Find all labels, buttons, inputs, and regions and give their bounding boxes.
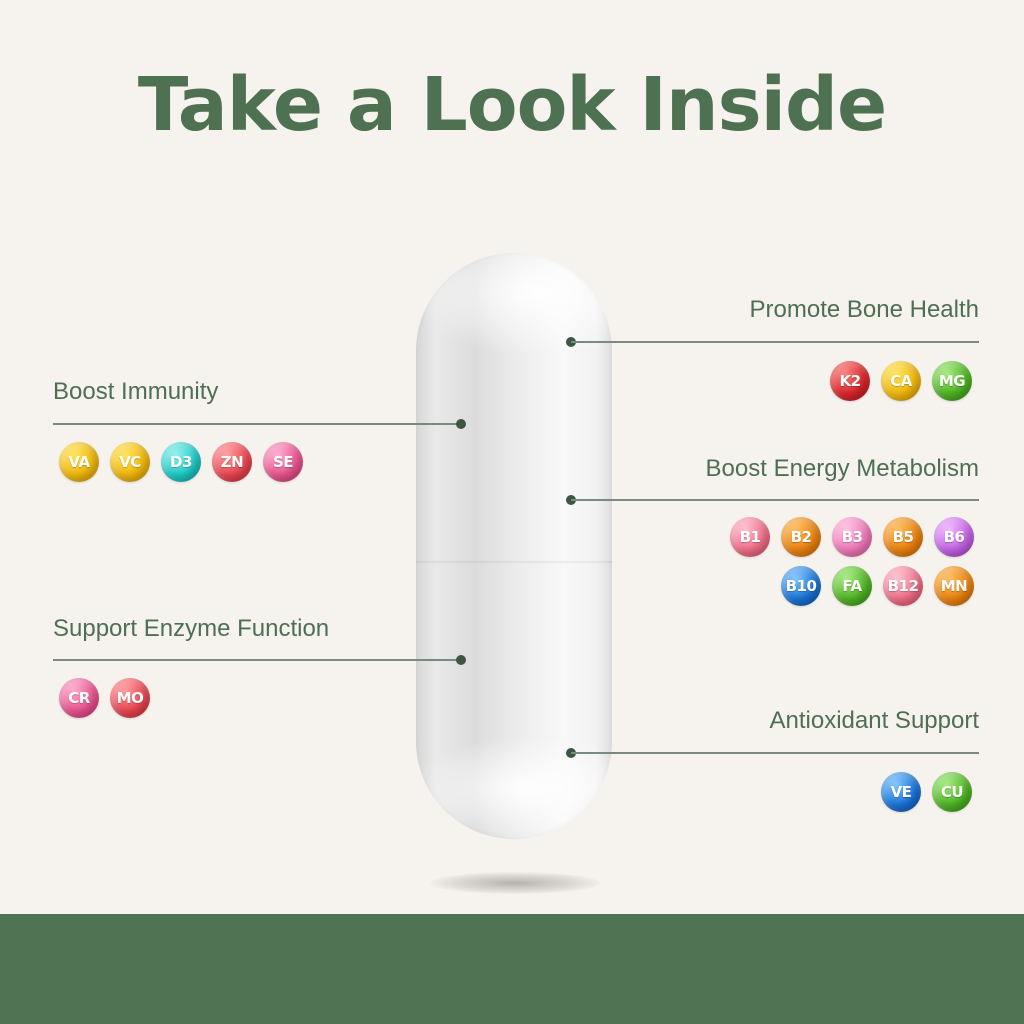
connector-line-support-enzyme — [53, 659, 459, 661]
capsule-bottom-highlight — [416, 739, 612, 839]
nutrient-ball-ca: CA — [881, 361, 921, 401]
page-title: Take a Look Inside — [137, 62, 887, 148]
connector-line-energy-metabolism — [571, 499, 979, 501]
nutrient-ball-mo: MO — [110, 678, 150, 718]
connector-line-bone-health — [571, 341, 979, 343]
footer-band — [0, 914, 1024, 1024]
nutrient-ball-b10: B10 — [781, 566, 821, 606]
nutrient-group-antioxidant: VE CU — [881, 772, 972, 812]
nutrient-ball-fa: FA — [832, 566, 872, 606]
nutrient-group-support-enzyme: CR MO — [59, 678, 150, 718]
nutrient-ball-b3: B3 — [832, 517, 872, 557]
nutrient-ball-ve: VE — [881, 772, 921, 812]
nutrient-ball-se: SE — [263, 442, 303, 482]
nutrient-ball-b12: B12 — [883, 566, 923, 606]
capsule-top-highlight — [416, 253, 612, 353]
nutrient-ball-b2: B2 — [781, 517, 821, 557]
nutrient-ball-cr: CR — [59, 678, 99, 718]
nutrient-ball-va: VA — [59, 442, 99, 482]
nutrient-ball-mg: MG — [932, 361, 972, 401]
benefit-label-boost-immunity: Boost Immunity — [53, 378, 219, 405]
nutrient-ball-zn: ZN — [212, 442, 252, 482]
nutrient-ball-b1: B1 — [730, 517, 770, 557]
benefit-label-energy-metabolism: Boost Energy Metabolism — [705, 455, 979, 482]
connector-line-antioxidant — [571, 752, 979, 754]
connector-line-boost-immunity — [53, 423, 459, 425]
nutrient-ball-cu: CU — [932, 772, 972, 812]
connector-dot-support-enzyme — [456, 655, 466, 665]
nutrient-ball-d3: D3 — [161, 442, 201, 482]
capsule-seam — [416, 561, 612, 563]
nutrient-ball-b6: B6 — [934, 517, 974, 557]
nutrient-group-energy-row2: B10 FA B12 MN — [781, 566, 974, 606]
nutrient-group-energy-row1: B1 B2 B3 B5 B6 — [730, 517, 974, 557]
nutrient-group-boost-immunity: VA VC D3 ZN SE — [59, 442, 303, 482]
benefit-label-antioxidant: Antioxidant Support — [769, 707, 979, 734]
connector-dot-boost-immunity — [456, 419, 466, 429]
benefit-label-bone-health: Promote Bone Health — [749, 296, 979, 323]
capsule-shadow — [430, 872, 600, 894]
nutrient-ball-mn: MN — [934, 566, 974, 606]
nutrient-group-bone-health: K2 CA MG — [830, 361, 972, 401]
nutrient-ball-b5: B5 — [883, 517, 923, 557]
benefit-label-support-enzyme: Support Enzyme Function — [53, 615, 330, 642]
nutrient-ball-vc: VC — [110, 442, 150, 482]
nutrient-ball-k2: K2 — [830, 361, 870, 401]
capsule-image — [416, 253, 612, 839]
